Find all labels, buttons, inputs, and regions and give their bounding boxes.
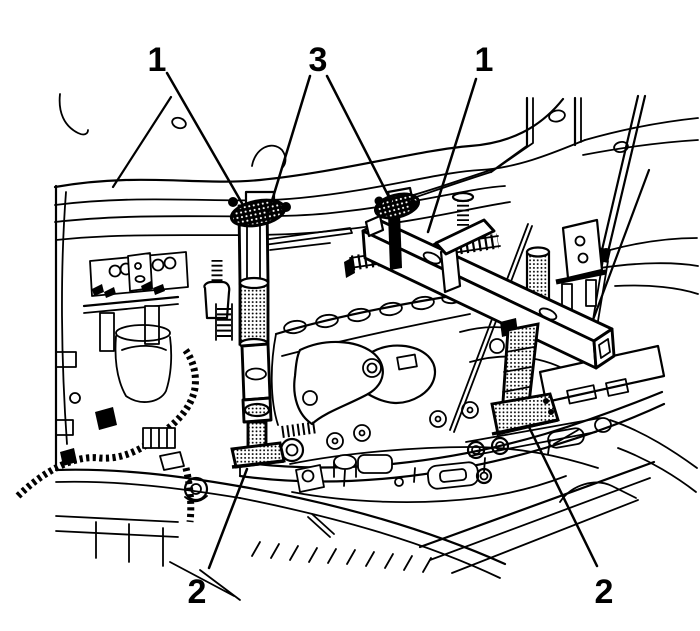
leader-line-1-left: [165, 71, 245, 207]
car-body-outlines: [53, 93, 699, 493]
front-rail-details: [54, 344, 666, 601]
leader-line-3-left: [265, 74, 312, 219]
support-leg-right: [490, 318, 560, 436]
clamp-plate-left: [228, 197, 291, 228]
clamp-plate-right: [373, 186, 421, 270]
callout-label-1-left: 1: [148, 41, 167, 79]
callout-label-1-right: 1: [475, 41, 494, 79]
support-leg-left: [230, 190, 286, 469]
right-bracket-plate: [555, 218, 610, 311]
callouts: 1 3 1 2 2: [148, 41, 614, 611]
callout-label-2-left: 2: [188, 573, 207, 611]
leader-line-2-right: [527, 425, 599, 568]
callout-label-3-top: 3: [309, 41, 328, 79]
leader-line-3-right: [325, 74, 393, 203]
callout-label-2-right: 2: [595, 573, 614, 611]
engine-support-fixture: [228, 186, 616, 469]
leader-line-2-left: [207, 467, 249, 570]
left-bay-details: [15, 251, 233, 523]
beam-sliding-clamp: [434, 191, 496, 294]
leader-line-1-right: [426, 77, 478, 234]
